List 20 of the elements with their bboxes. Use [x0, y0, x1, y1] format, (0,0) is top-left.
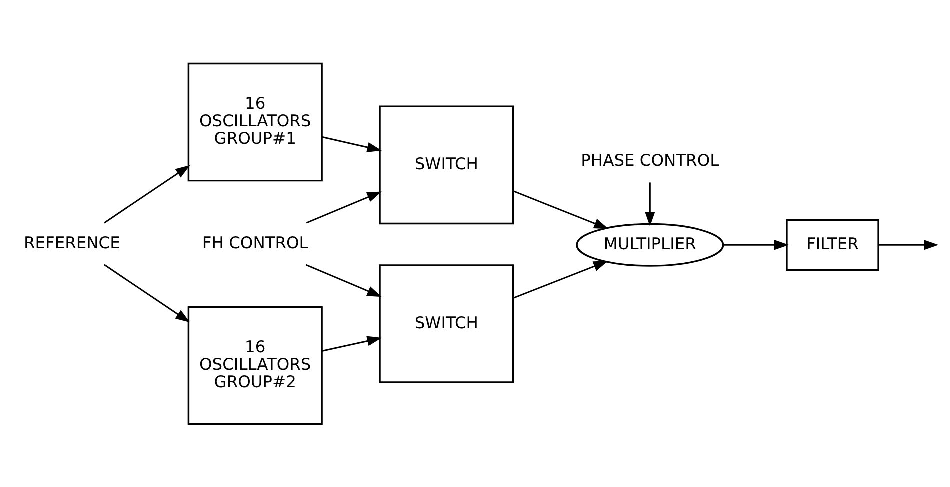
node-text: FH CONTROL	[202, 232, 308, 252]
node-box: SWITCH	[378, 264, 514, 383]
arrow	[104, 164, 190, 224]
node-text: REFERENCE	[24, 232, 120, 252]
node-box: SWITCH	[378, 105, 514, 224]
arrow	[321, 336, 382, 352]
arrow	[321, 136, 382, 152]
node-box: 16 OSCILLATORS GROUP#1	[187, 62, 322, 182]
arrow	[878, 240, 938, 250]
node-box: 16 OSCILLATORS GROUP#2	[187, 306, 322, 425]
arrow	[512, 190, 608, 229]
arrow	[512, 260, 608, 298]
arrow	[104, 264, 190, 322]
arrow	[644, 182, 655, 226]
node-box: FILTER	[786, 218, 879, 270]
node-ellipse: MULTIPLIER	[576, 222, 724, 266]
node-text: PHASE CONTROL	[580, 150, 719, 170]
arrow	[306, 191, 382, 224]
arrow	[723, 240, 789, 250]
arrow	[305, 264, 382, 297]
